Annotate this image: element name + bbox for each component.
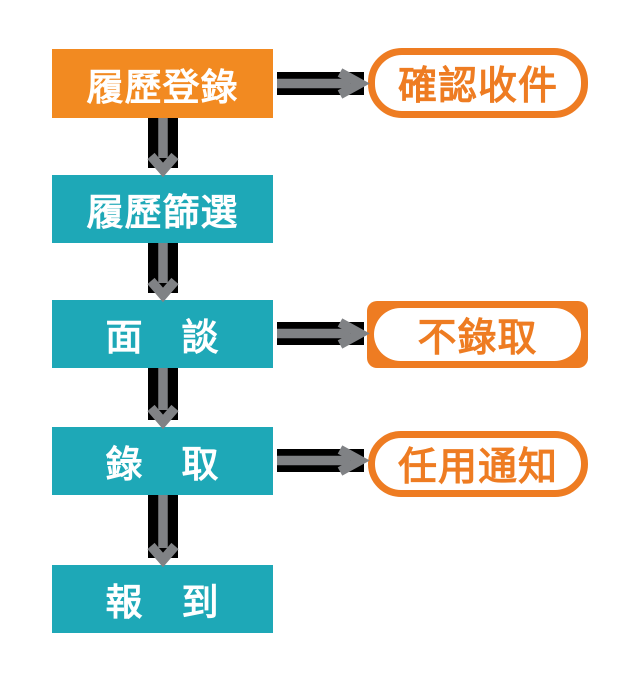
arrow-down-icon — [147, 368, 179, 430]
arrow-head — [337, 68, 370, 99]
outcome-pill-appointment-notice: 任用通知 — [368, 431, 588, 497]
flow-step-resume-registration: 履歷登錄 — [52, 49, 273, 118]
arrow-head — [147, 404, 179, 430]
arrow-head — [147, 152, 179, 178]
arrow-head — [147, 542, 179, 568]
flow-step-interview: 面 談 — [52, 300, 273, 368]
arrow-right-icon — [277, 318, 370, 349]
flow-step-onboarding: 報 到 — [52, 565, 273, 633]
arrow-right-icon — [277, 68, 370, 99]
flow-step-resume-screening: 履歷篩選 — [52, 175, 273, 243]
outcome-pill-not-hired-label: 不錄取 — [374, 308, 581, 361]
arrow-down-icon — [147, 118, 179, 178]
arrow-head — [337, 445, 370, 476]
outcome-pill-not-hired: 不錄取 — [367, 301, 588, 368]
outcome-pill-confirm-receipt: 確認收件 — [368, 48, 588, 118]
arrow-head — [147, 277, 179, 303]
arrow-down-icon — [147, 243, 179, 303]
arrow-down-icon — [147, 495, 179, 568]
arrow-head — [337, 318, 370, 349]
flow-step-hired: 錄 取 — [52, 427, 273, 495]
arrow-right-icon — [277, 445, 370, 476]
